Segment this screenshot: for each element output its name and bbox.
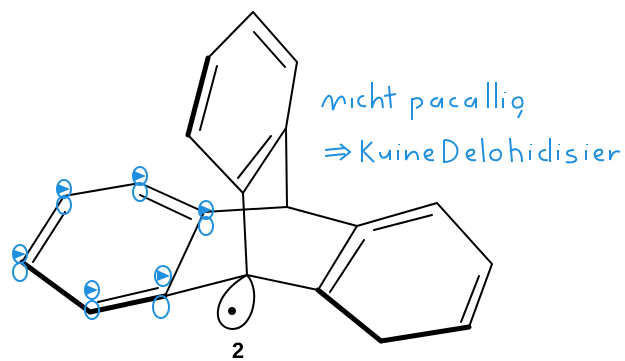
p-orbital-c6 bbox=[152, 265, 172, 319]
top-benzene-ring bbox=[185, 11, 298, 194]
p-orbital-c5 bbox=[84, 280, 100, 320]
p-orbital-c2 bbox=[132, 166, 148, 202]
p-orbital-c1 bbox=[56, 179, 72, 215]
p-orbital-c3 bbox=[198, 200, 214, 236]
radical-dot-icon bbox=[228, 307, 236, 315]
radical-orbital bbox=[216, 274, 256, 331]
right-benzene-ring bbox=[315, 202, 493, 344]
left-benzene-ring bbox=[19, 182, 205, 315]
bridge-bonds bbox=[164, 127, 358, 297]
p-orbital-c4 bbox=[12, 244, 28, 282]
p-orbitals bbox=[12, 166, 214, 320]
compound-label: 2 bbox=[232, 338, 244, 361]
handwritten-annotation bbox=[321, 82, 621, 164]
